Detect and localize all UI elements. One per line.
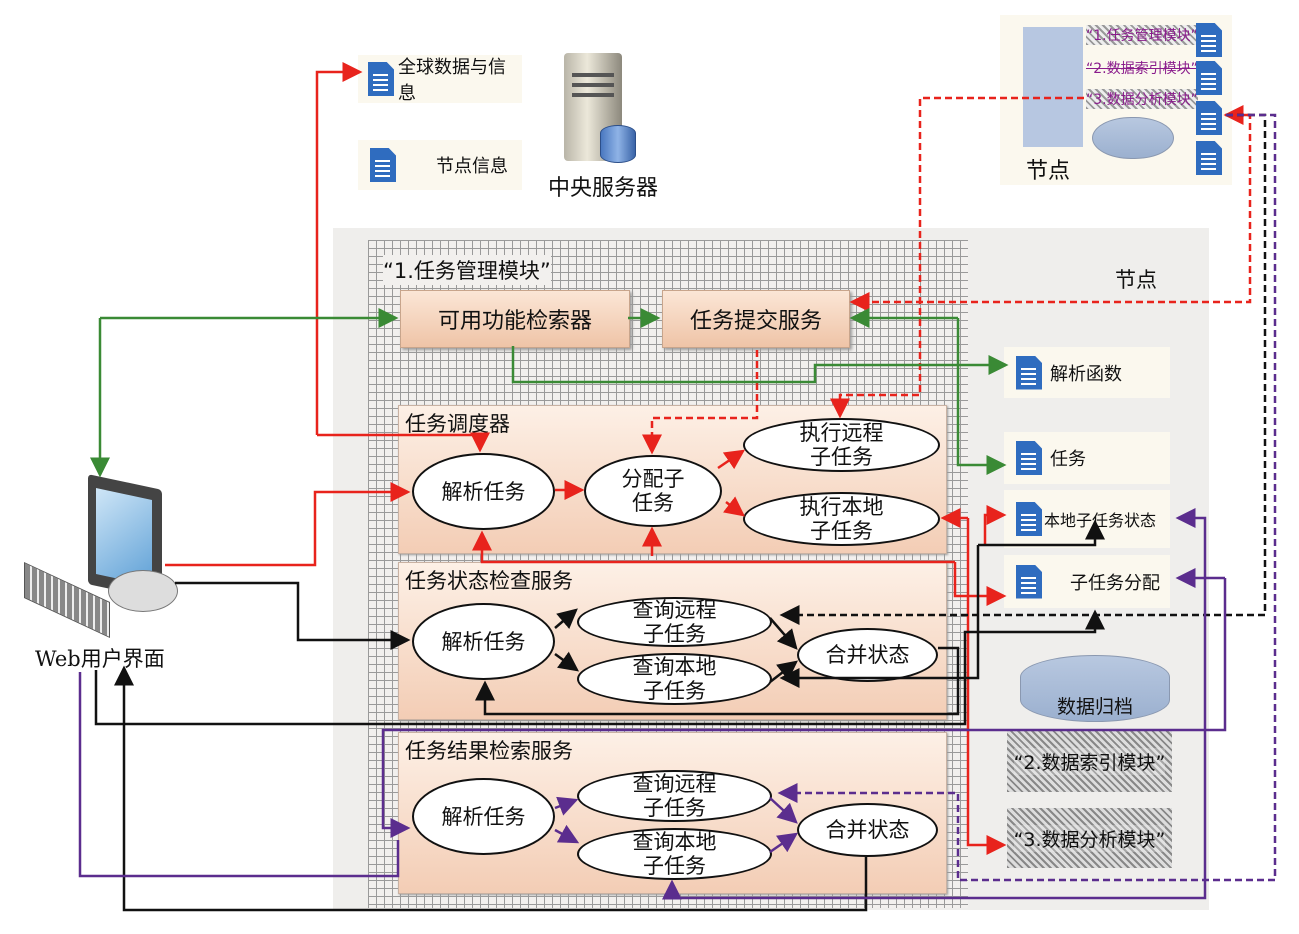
document-icon (1016, 441, 1042, 475)
arrow-purple (554, 824, 580, 844)
arrow-purple (1175, 508, 1207, 880)
arrow-black-dashed (779, 113, 1267, 625)
arrow-purple (78, 672, 400, 878)
arrow-black (978, 519, 1105, 547)
arrow-green (956, 318, 1007, 475)
node-module-1: “1.任务管理模块” (1086, 25, 1198, 45)
local-subtask-status-doc: 本地子任务状态 (1004, 490, 1170, 548)
exec-remote-label: 执行远程子任务 (799, 421, 884, 469)
status-query-remote-node: 查询远程子任务 (577, 597, 772, 647)
global-data-doc: 全球数据与信息 (358, 55, 522, 104)
result-query-remote-label: 查询远程子任务 (632, 772, 717, 820)
document-icon (1016, 564, 1042, 599)
status-query-local-label: 查询本地子任务 (632, 655, 717, 703)
document-icon (368, 62, 394, 96)
arrow-purple (662, 879, 1207, 900)
node-module-3: “3.数据分析模块” (1086, 89, 1198, 109)
node-label: 节点 (1115, 268, 1157, 292)
arrow-purple (769, 832, 799, 854)
web-ui-label: Web用户界面 (35, 647, 165, 671)
data-index-module-label: “2.数据索引模块” (1013, 747, 1166, 775)
assign-subtask-node: 分配子任务 (584, 455, 722, 527)
node-top-label: 节点 (1026, 159, 1071, 184)
arrow-red-dashed (830, 96, 1084, 419)
subtask-assignment-label: 子任务分配 (1070, 572, 1160, 594)
document-icon (1196, 101, 1222, 135)
arrow-black (554, 651, 580, 672)
document-icon (1196, 141, 1222, 175)
data-archive-cylinder: 数据归档 (1020, 655, 1170, 722)
document-icon (1196, 23, 1222, 57)
exec-remote-node: 执行远程子任务 (743, 418, 940, 472)
data-analysis-module-label: “3.数据分析模块” (1013, 824, 1166, 852)
arrow-red (317, 432, 490, 453)
arrow-black (94, 609, 1105, 726)
document-icon (1016, 502, 1042, 536)
arrow-red (953, 562, 1007, 606)
assign-subtask-label: 分配子任务 (621, 467, 685, 515)
parse-function-doc: 解析函数 (1004, 347, 1170, 398)
data-archive-label: 数据归档 (1056, 696, 1133, 718)
computer-icon (20, 474, 180, 643)
status-check-title: 任务状态检查服务 (405, 569, 573, 593)
arrow-black (554, 608, 578, 629)
arrow-red (723, 496, 745, 517)
arrow-black (114, 665, 868, 912)
arrow-purple (554, 796, 579, 816)
result-merge-node: 合并状态 (797, 803, 938, 857)
status-query-remote-label: 查询远程子任务 (632, 598, 717, 646)
data-index-module: “2.数据索引模块” (1007, 730, 1172, 792)
document-icon (370, 148, 396, 182)
global-data-label: 全球数据与信息 (398, 57, 506, 104)
parse-function-label: 解析函数 (1050, 363, 1122, 385)
result-query-local-node: 查询本地子任务 (577, 828, 772, 880)
status-parse-node: 解析任务 (412, 603, 555, 680)
node-module-2: “2.数据索引模块” (1086, 61, 1198, 77)
module-label: “1.任务管理模块” (383, 255, 551, 285)
task-submit-box: 任务提交服务 (662, 290, 850, 348)
result-query-remote-node: 查询远程子任务 (577, 770, 772, 822)
arrow-purple (381, 578, 1227, 838)
arrow-red-dashed (849, 113, 1252, 312)
document-icon (1196, 61, 1222, 95)
subtask-assignment-doc: 子任务分配 (1004, 555, 1170, 608)
database-icon (1092, 117, 1174, 159)
arrow-red-dashed (642, 350, 759, 455)
arrow-black (769, 617, 798, 650)
function-retriever-box: 可用功能检索器 (400, 290, 630, 348)
arrow-black (779, 545, 980, 688)
node-server-icon (1023, 27, 1083, 147)
node-top-box: 节点 “1.任务管理模块” “2.数据索引模块” “3.数据分析模块” (1000, 15, 1232, 185)
result-retrieval-title: 任务结果检索服务 (405, 739, 573, 763)
arrow-green (511, 346, 1009, 384)
arrow-red (983, 505, 1007, 545)
arrow-purple-dashed (777, 113, 1277, 882)
data-analysis-module: “3.数据分析模块” (1007, 808, 1172, 868)
arrow-red (472, 530, 955, 564)
task-doc: 任务 (1004, 432, 1170, 484)
central-server-label: 中央服务器 (548, 176, 659, 201)
arrow-black (475, 646, 960, 716)
node-info-doc: 节点信息 (358, 140, 522, 190)
scheduler-title: 任务调度器 (405, 412, 510, 436)
status-merge-node: 合并状态 (797, 628, 938, 682)
result-parse-node: 解析任务 (412, 778, 555, 855)
status-query-local-node: 查询本地子任务 (577, 653, 772, 705)
arrow-purple (769, 797, 798, 824)
server-icon (558, 45, 644, 165)
scheduler-parse-node: 解析任务 (412, 453, 555, 530)
result-query-local-label: 查询本地子任务 (632, 830, 717, 878)
arrow-red (966, 518, 1007, 855)
arrow-black (175, 581, 411, 650)
node-info-label: 节点信息 (436, 156, 508, 177)
arrow-red (717, 449, 746, 470)
arrow-red (165, 482, 411, 567)
task-label: 任务 (1050, 449, 1086, 470)
arrow-red (315, 62, 363, 435)
exec-local-label: 执行本地子任务 (799, 495, 884, 543)
document-icon (1016, 355, 1042, 390)
exec-local-node: 执行本地子任务 (743, 492, 940, 546)
